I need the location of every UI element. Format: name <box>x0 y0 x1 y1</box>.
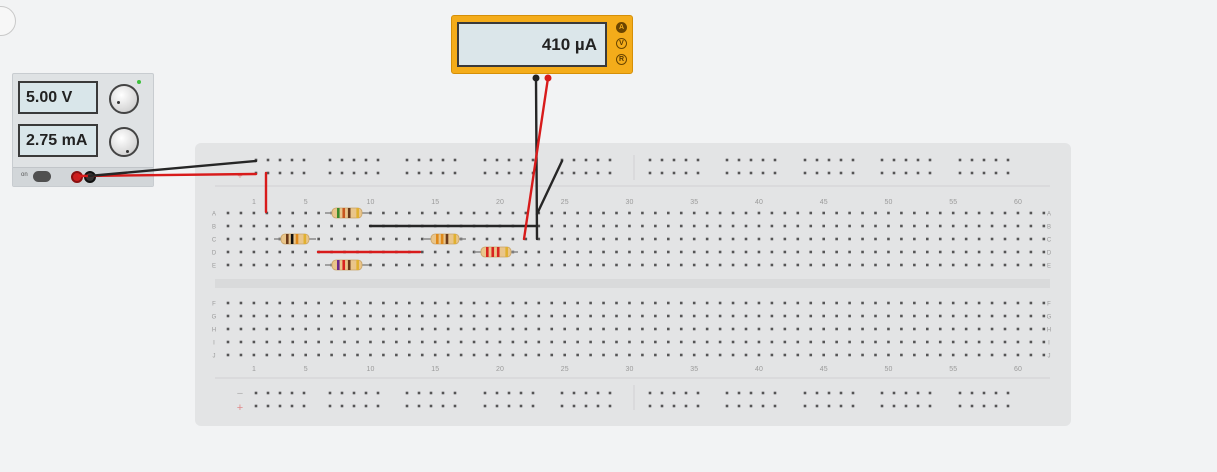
power-toggle[interactable] <box>33 171 51 182</box>
multimeter-display: 410 µA <box>457 22 607 67</box>
voltage-display: 5.00 V <box>18 81 98 114</box>
menu-button[interactable] <box>0 6 16 36</box>
power-supply[interactable]: 5.00 V 2.75 mA on <box>12 73 154 187</box>
psu-terminal-strip: on <box>13 167 153 186</box>
current-display: 2.75 mA <box>18 124 98 157</box>
positive-terminal[interactable] <box>71 171 83 183</box>
toggle-label: on <box>21 172 28 178</box>
probe-positive-tip <box>544 74 552 82</box>
mode-ohms-button[interactable]: R <box>616 54 627 65</box>
voltage-knob-icon[interactable] <box>109 84 139 114</box>
probe-negative-tip <box>532 74 540 82</box>
negative-terminal[interactable] <box>84 171 96 183</box>
multimeter[interactable]: 410 µA A V R <box>451 15 633 74</box>
mode-amps-button[interactable]: A <box>616 22 627 33</box>
current-knob-icon[interactable] <box>109 127 139 157</box>
mode-volts-button[interactable]: V <box>616 38 627 49</box>
breadboard[interactable] <box>195 143 1071 426</box>
power-led-icon <box>137 80 141 84</box>
